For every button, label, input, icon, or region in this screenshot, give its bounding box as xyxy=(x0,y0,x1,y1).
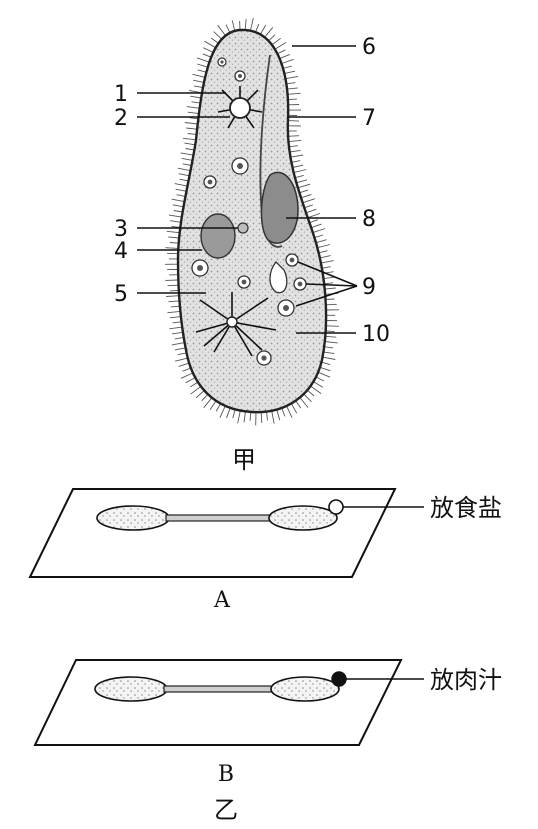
label-3: 3 xyxy=(114,217,128,242)
caption-yi: 乙 xyxy=(214,796,238,824)
leader-lines-right xyxy=(286,45,358,334)
slide-a: 放食盐 A xyxy=(28,488,502,613)
slide-b-letter: B xyxy=(218,762,234,787)
micronucleus xyxy=(237,222,249,234)
slide-a-left-drop xyxy=(96,505,170,531)
label-7: 7 xyxy=(362,106,376,131)
cytopharynx xyxy=(260,171,299,244)
contractile-vacuole-lower xyxy=(195,292,277,357)
slide-a-letter: A xyxy=(213,588,231,613)
slide-b: 放肉汁 B xyxy=(33,659,502,787)
caption-jia: 甲 xyxy=(232,446,256,474)
anal-pore xyxy=(269,261,288,294)
slide-a-channel xyxy=(165,514,275,522)
label-5: 5 xyxy=(114,282,128,307)
salt-note: 放食盐 xyxy=(430,494,502,522)
label-1: 1 xyxy=(114,82,128,107)
macronucleus xyxy=(200,213,236,259)
label-2: 2 xyxy=(114,106,128,131)
leader-lines-left xyxy=(137,92,238,294)
slide-b-right-drop xyxy=(270,676,340,702)
broth-note: 放肉汁 xyxy=(430,666,502,694)
label-10: 10 xyxy=(362,322,390,347)
contractile-vacuole-upper xyxy=(217,86,263,129)
label-9: 9 xyxy=(362,275,376,300)
label-6: 6 xyxy=(362,35,376,60)
label-8: 8 xyxy=(362,207,376,232)
food-vacuoles xyxy=(191,57,307,366)
broth-marker xyxy=(331,671,347,687)
paramecium-body xyxy=(176,28,328,414)
paramecium-diagram: 1 2 3 4 5 6 7 8 9 10 甲 xyxy=(114,17,390,474)
slide-b-channel xyxy=(163,685,277,693)
label-4: 4 xyxy=(114,239,128,264)
slide-b-left-drop xyxy=(94,676,168,702)
slide-a-right-drop xyxy=(268,505,338,531)
salt-marker xyxy=(328,499,344,515)
oral-groove xyxy=(259,54,283,248)
slide-b-plate xyxy=(33,659,403,746)
